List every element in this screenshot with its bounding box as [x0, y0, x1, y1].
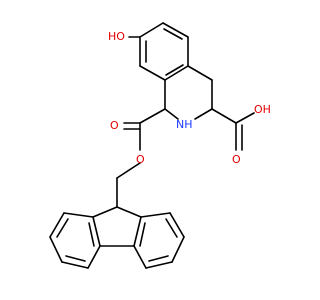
- bond-right-aromatic-3: [171, 236, 185, 263]
- bond-ring-to-ch2: [187, 65, 213, 81]
- bond-ring-top-right-double: [163, 28, 183, 40]
- bond-right-aromatic-double-3: [139, 222, 146, 247]
- bond-ch-to-acid-carbon: [211, 108, 237, 124]
- bonds-layer: [49, 22, 255, 269]
- ester-carbonyl-oxygen-label: O: [110, 119, 119, 132]
- bond-right-five-ring-vertical: [133, 216, 142, 247]
- bond-right-aromatic-1: [140, 212, 171, 218]
- hydroxyl-label: HO: [108, 30, 125, 43]
- bond-left-aromatic-3: [49, 236, 63, 263]
- bond-ch-to-ester-carbon: [139, 108, 166, 124]
- bond-ring-top-right: [162, 22, 189, 38]
- bond-right-aromatic-4: [145, 261, 173, 269]
- bond-nh-to-ch: [164, 108, 179, 120]
- bond-left-aromatic-double-2: [65, 255, 86, 262]
- bond-ester-o-to-ch2: [116, 162, 141, 179]
- bond-left-aromatic-double-3: [88, 222, 95, 247]
- bond-left-aromatic-4: [61, 261, 89, 269]
- bond-left-aromatic-1: [63, 212, 94, 218]
- diagram-background: [0, 0, 300, 300]
- amine-label: NH: [176, 118, 193, 131]
- bond-right-aromatic-double-1: [165, 218, 178, 238]
- chemical-structure-diagram: HO NH OH O O O: [0, 0, 300, 300]
- bond-c9-to-right-five-ring: [116, 206, 142, 218]
- bond-left-aromatic-5: [87, 245, 101, 269]
- acid-oxygen-label: O: [232, 153, 241, 166]
- bond-ring-top-left: [139, 22, 164, 38]
- bond-left-five-ring-vertical: [92, 216, 101, 247]
- bond-ring-right-lower: [164, 65, 189, 81]
- bond-ch-to-nh: [194, 108, 213, 120]
- bond-acid-carbon-to-oh: [235, 112, 255, 124]
- atom-labels-layer: HO NH OH O O O: [108, 30, 271, 166]
- bond-c9-to-left-five-ring: [92, 206, 118, 218]
- bond-right-aromatic-double-2: [148, 255, 169, 262]
- bond-left-aromatic-double-1: [56, 218, 69, 238]
- bond-ring-bottom-left: [139, 65, 166, 81]
- bond-ring-right-lower-double: [165, 64, 184, 76]
- bond-left-aromatic-2: [49, 212, 65, 238]
- acid-hydroxyl-label: OH: [254, 103, 271, 116]
- ester-oxygen-label: O: [136, 153, 145, 166]
- bond-right-aromatic-2: [169, 212, 185, 238]
- bond-right-aromatic-5: [133, 245, 147, 269]
